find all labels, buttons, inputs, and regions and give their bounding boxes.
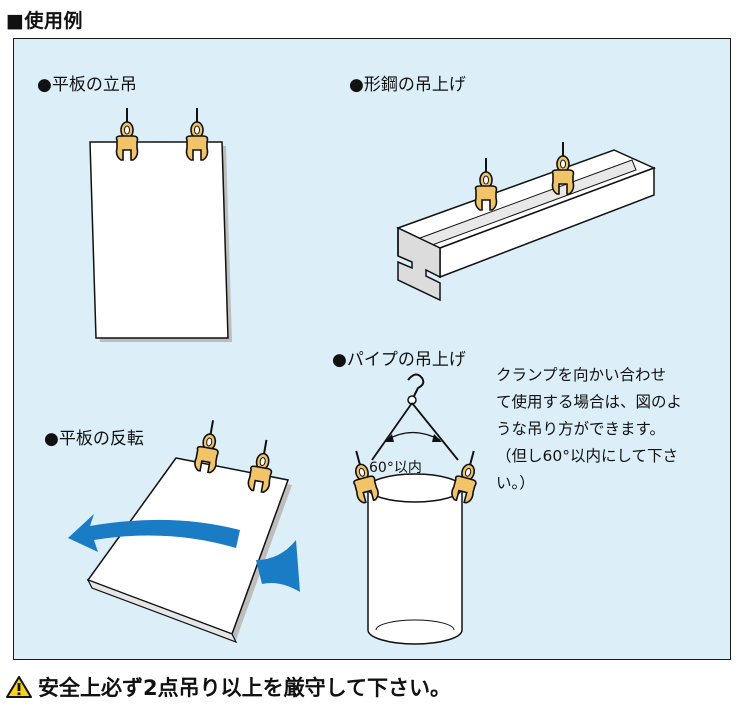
note-line: い。） bbox=[496, 474, 535, 492]
safety-warning: 安全上必ず2点吊り以上を厳守して下さい。 bbox=[6, 672, 451, 702]
clamp-icon bbox=[192, 417, 225, 475]
turn-arrow-icon bbox=[68, 514, 240, 552]
pipe-illustration bbox=[345, 373, 485, 645]
warning-text: 安全上必ず2点吊り以上を厳守して下さい。 bbox=[38, 676, 451, 700]
warning-triangle-icon bbox=[6, 676, 32, 698]
note-line: （但し60°以内にして下さ bbox=[496, 447, 679, 465]
angle-label: 60°以内 bbox=[369, 460, 422, 476]
section-title: ■使用例 bbox=[6, 10, 83, 32]
note-line: て使用する場合は、図のよ bbox=[496, 393, 683, 411]
label-pipe: ●パイプの吊上げ bbox=[332, 350, 466, 370]
note-line: うな吊り方ができます。 bbox=[496, 420, 665, 438]
label-vertical-plate: ●平板の立吊 bbox=[37, 75, 137, 95]
label-plate-turnover: ●平板の反転 bbox=[44, 429, 144, 449]
note-line: クランプを向かい合わせ bbox=[496, 366, 667, 384]
vertical-plate-illustration bbox=[89, 107, 232, 342]
plate-turnover-illustration bbox=[68, 417, 300, 644]
usage-note: クランプを向かい合わせ て使用する場合は、図のよ うな吊り方ができます。 （但し… bbox=[496, 362, 706, 497]
turn-arrow-tail-icon bbox=[256, 540, 300, 592]
section-steel-illustration bbox=[396, 141, 656, 302]
label-section-steel: ●形鋼の吊上げ bbox=[349, 75, 466, 95]
